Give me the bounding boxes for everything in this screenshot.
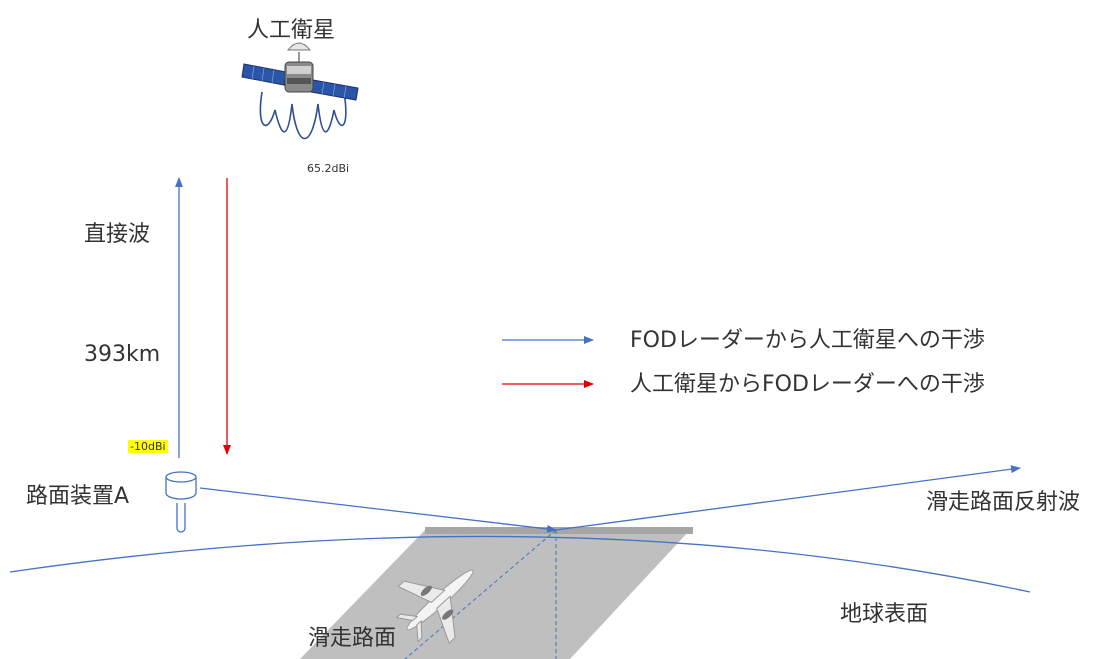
runway-surface: [300, 530, 690, 659]
incident-wave-line: [199, 487, 557, 533]
device-label: 路面装置A: [26, 484, 130, 509]
satellite-gain-label: 65.2dBi: [307, 162, 350, 175]
runway-centerline: [404, 529, 557, 659]
legend-item-red: 人工衛星からFODレーダーへの干渉: [630, 372, 985, 397]
earth-surface-curve: [9, 535, 1031, 593]
radar-device-icon: [165, 471, 197, 533]
earth-surface-label: 地球表面: [840, 602, 929, 627]
reflected-wave-arrow: [555, 465, 1021, 531]
legend-item-blue: FODレーダーから人工衛星への干渉: [630, 328, 985, 353]
direct-wave-label: 直接波: [84, 222, 151, 247]
runway-edge: [425, 527, 693, 534]
distance-label: 393km: [84, 342, 161, 367]
satellite-icon: [241, 42, 359, 140]
device-gain-label: -10dBi: [128, 440, 168, 453]
satellite-label: 人工衛星: [247, 18, 336, 43]
reflection-wave-label: 滑走路面反射波: [926, 490, 1081, 515]
airplane-icon: [395, 569, 474, 644]
runway-label: 滑走路面: [308, 626, 397, 651]
